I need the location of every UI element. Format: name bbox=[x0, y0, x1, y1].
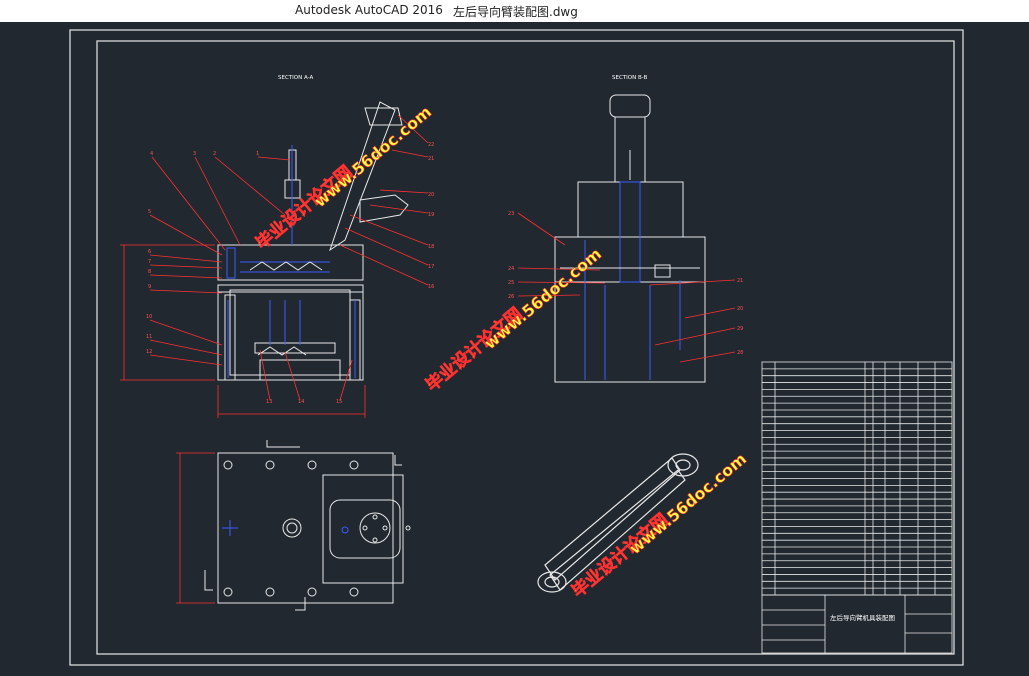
svg-text:2: 2 bbox=[213, 151, 216, 157]
svg-text:17: 17 bbox=[428, 264, 434, 270]
watermark-url-1: www.56doc.com bbox=[310, 102, 435, 211]
bom-table bbox=[761, 361, 953, 596]
svg-text:5: 5 bbox=[148, 209, 151, 215]
top-view bbox=[217, 452, 411, 604]
svg-text:21: 21 bbox=[428, 156, 434, 162]
section-a-callouts: 4 3 2 1 5 6 7 8 9 10 11 12 13 14 15 16 1… bbox=[146, 142, 434, 405]
watermarks: 毕业设计论文网 www.56doc.com 毕业设计论文网 www.56doc.… bbox=[251, 102, 750, 602]
title-block bbox=[761, 594, 953, 654]
section-b-leaders bbox=[517, 212, 736, 363]
section-b-view bbox=[554, 94, 706, 383]
svg-text:1: 1 bbox=[256, 151, 259, 157]
svg-text:7: 7 bbox=[148, 259, 151, 265]
svg-text:3: 3 bbox=[193, 151, 196, 157]
outer-frame bbox=[69, 29, 964, 666]
svg-text:18: 18 bbox=[428, 244, 434, 250]
svg-text:20: 20 bbox=[737, 306, 743, 312]
svg-text:26: 26 bbox=[508, 294, 514, 300]
svg-text:6: 6 bbox=[148, 249, 151, 255]
section-a-view bbox=[217, 101, 409, 381]
inner-frame bbox=[96, 40, 955, 655]
svg-text:20: 20 bbox=[428, 192, 434, 198]
svg-text:14: 14 bbox=[298, 399, 304, 405]
svg-text:24: 24 bbox=[508, 266, 514, 272]
arm-isometric bbox=[537, 453, 699, 593]
top-view-dims bbox=[176, 452, 215, 604]
section-a-label: SECTION A-A bbox=[278, 75, 313, 81]
svg-text:12: 12 bbox=[146, 349, 152, 355]
top-view-arrows bbox=[204, 440, 402, 611]
title-block-name: 左后导向臂机具装配图 bbox=[830, 613, 895, 622]
drawing-canvas[interactable]: SECTION A-A SECTION B-B bbox=[0, 22, 1029, 672]
svg-text:19: 19 bbox=[428, 212, 434, 218]
svg-text:8: 8 bbox=[148, 269, 151, 275]
watermark-url-2: www.56doc.com bbox=[480, 244, 605, 353]
svg-text:9: 9 bbox=[148, 284, 151, 290]
watermark-url-3: www.56doc.com bbox=[625, 449, 750, 558]
svg-text:28: 28 bbox=[737, 350, 743, 356]
svg-text:22: 22 bbox=[428, 142, 434, 148]
app-title: Autodesk AutoCAD 2016 bbox=[295, 3, 443, 17]
svg-text:23: 23 bbox=[508, 211, 514, 217]
section-a-leaders bbox=[120, 114, 429, 418]
svg-text:29: 29 bbox=[737, 326, 743, 332]
section-b-callouts: 23 24 25 26 21 20 29 28 bbox=[508, 211, 743, 356]
window-title-bar: Autodesk AutoCAD 2016 左后导向臂装配图.dwg bbox=[0, 0, 1029, 23]
svg-text:4: 4 bbox=[150, 151, 153, 157]
cad-drawing[interactable]: SECTION A-A SECTION B-B bbox=[0, 22, 1029, 672]
file-title: 左后导向臂装配图.dwg bbox=[453, 5, 578, 19]
section-b-label: SECTION B-B bbox=[612, 75, 648, 81]
svg-text:13: 13 bbox=[266, 399, 272, 405]
svg-text:10: 10 bbox=[146, 314, 152, 320]
svg-text:15: 15 bbox=[336, 399, 342, 405]
svg-text:11: 11 bbox=[146, 334, 152, 340]
svg-text:21: 21 bbox=[737, 278, 743, 284]
svg-text:25: 25 bbox=[508, 280, 514, 286]
svg-text:16: 16 bbox=[428, 284, 434, 290]
